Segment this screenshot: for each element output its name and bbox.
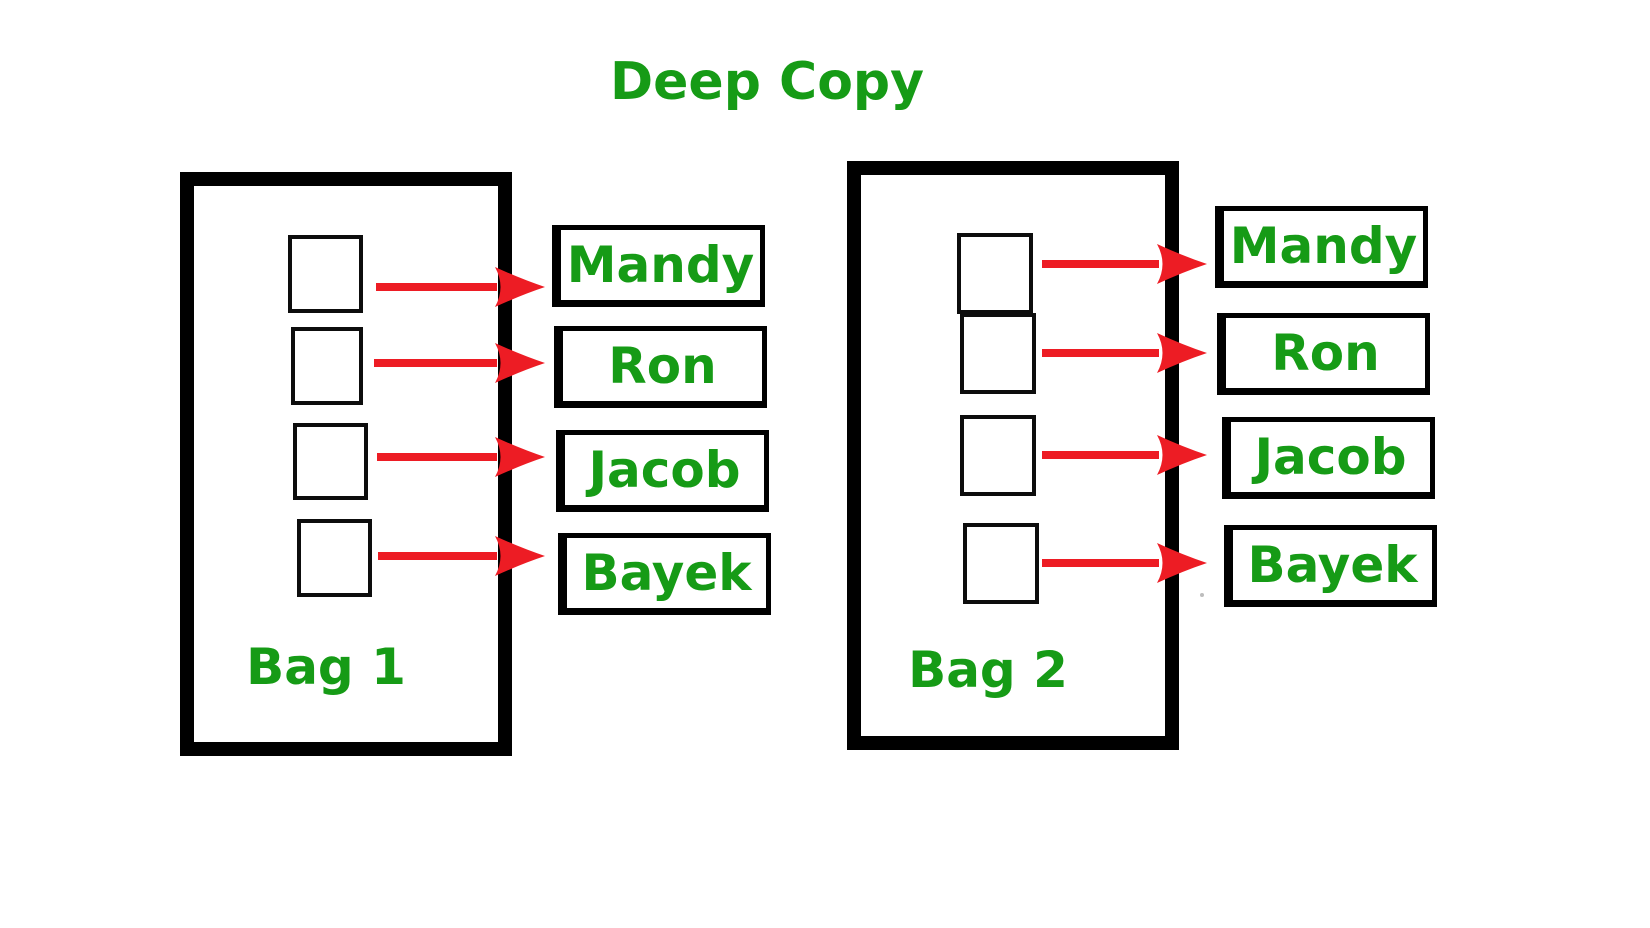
bag-1-value-box-jacob: Jacob	[556, 430, 769, 512]
bag-1-label: Bag 1	[246, 638, 406, 696]
bag-1-value-box-bayek: Bayek	[558, 533, 771, 615]
bag-2-label: Bag 2	[908, 641, 1068, 699]
bag-2-reference-slot-2	[960, 313, 1036, 394]
bag-1-reference-slot-1	[288, 235, 363, 313]
stray-speck	[1200, 593, 1204, 597]
bag-1-value-box-mandy: Mandy	[552, 225, 765, 307]
bag-1-reference-slot-2	[291, 327, 363, 405]
bag-2-reference-slot-1	[957, 233, 1033, 314]
bag-1-value-box-ron: Ron	[554, 326, 767, 408]
bag-2-reference-slot-4	[963, 523, 1039, 604]
bag-1-reference-slot-3	[293, 423, 368, 500]
bag-2-reference-slot-3	[960, 415, 1036, 496]
bag-2-value-box-ron: Ron	[1217, 313, 1430, 395]
bag-2-value-box-jacob: Jacob	[1222, 417, 1435, 499]
bag-1-reference-slot-4	[297, 519, 372, 597]
bag-2-value-box-mandy: Mandy	[1215, 206, 1428, 288]
bag-2-value-box-bayek: Bayek	[1224, 525, 1437, 607]
diagram-title: Deep Copy	[610, 52, 925, 112]
